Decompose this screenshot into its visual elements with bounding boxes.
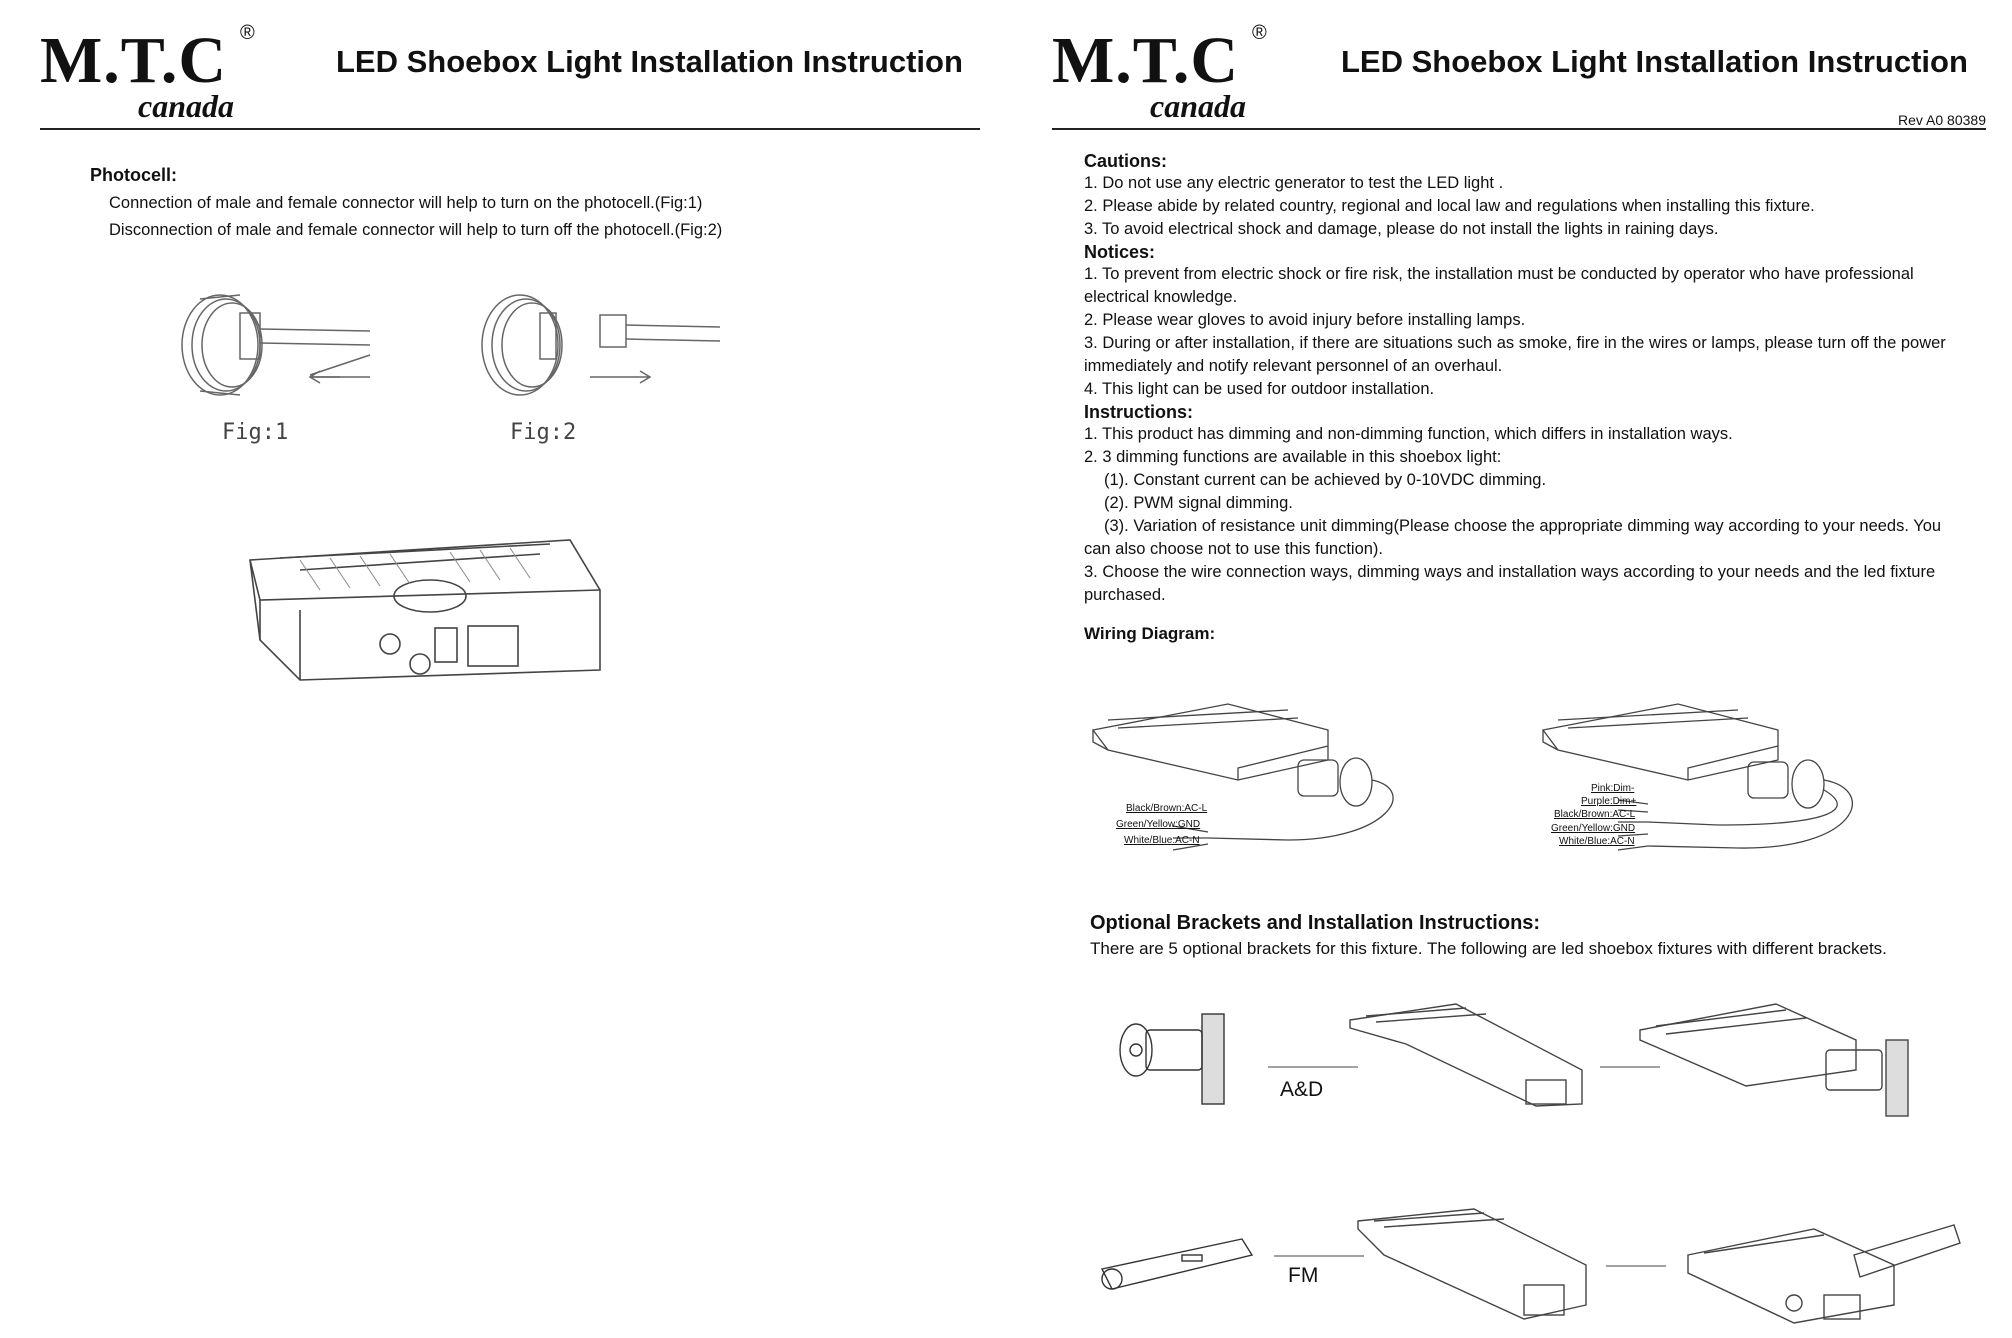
notice-3b: immediately and notify relevant personne… — [1084, 357, 1503, 375]
fig1-caption: Fig:1 — [222, 420, 289, 445]
photocell-line-1: Connection of male and female connector … — [109, 194, 703, 212]
header-rule-2 — [1052, 128, 1986, 130]
photocell-heading: Photocell: — [90, 165, 178, 185]
bracket-fm-drawing — [1100, 1238, 1254, 1290]
right-page: M.T.C ® canada LED Shoebox Light Install… — [1006, 0, 2012, 1338]
instructions-heading: Instructions: — [1084, 402, 1194, 422]
instruction-1: 1. This product has dimming and non-dimm… — [1084, 425, 1733, 443]
logo-registered: ® — [240, 22, 255, 44]
bracket-ad-divider-right — [1600, 1066, 1660, 1068]
caution-3: 3. To avoid electrical shock and damage,… — [1084, 220, 1719, 238]
page-title: LED Shoebox Light Installation Instructi… — [336, 44, 963, 79]
bracket-ad-drawing — [1119, 1013, 1225, 1105]
logo-name: M.T.C — [40, 24, 228, 97]
revision-label: Rev A0 80389 — [1898, 112, 1986, 128]
wiring-left-label-3: White/Blue:AC-N — [1124, 835, 1200, 846]
wiring-left-label-2: Green/Yellow:GND — [1116, 819, 1201, 830]
instruction-3b: purchased. — [1084, 586, 1166, 604]
page-title-2: LED Shoebox Light Installation Instructi… — [1341, 44, 1968, 79]
instruction-2-2: (2). PWM signal dimming. — [1104, 494, 1293, 512]
cautions-heading: Cautions: — [1084, 151, 1167, 171]
wiring-diagram-right — [1541, 703, 1853, 851]
wiring-heading: Wiring Diagram: — [1084, 624, 1216, 643]
notices-heading: Notices: — [1084, 242, 1156, 262]
logo-sub-2: canada — [1150, 88, 1246, 124]
photocell-line-2: Disconnection of male and female connect… — [109, 221, 723, 239]
notice-1: 1. To prevent from electric shock or fir… — [1084, 265, 1914, 283]
photocell-fig2-drawing — [481, 294, 721, 396]
logo-sub: canada — [138, 88, 234, 124]
wiring-diagram-left — [1091, 703, 1394, 851]
wiring-right-label-2: Purple:Dim+ — [1581, 796, 1637, 807]
notice-1b: electrical knowledge. — [1084, 288, 1238, 306]
bracket-ad-mounted — [1639, 1003, 1909, 1117]
bracket-ad-label: A&D — [1280, 1078, 1324, 1101]
left-page: M.T.C ® canada LED Shoebox Light Install… — [40, 22, 980, 681]
bracket-fm-divider-left — [1274, 1255, 1364, 1257]
instruction-2-3b: can also choose not to use this function… — [1084, 540, 1384, 558]
wiring-right-label-1: Pink:Dim- — [1591, 783, 1635, 794]
instruction-2-1: (1). Constant current can be achieved by… — [1104, 471, 1547, 489]
bracket-fm-mounted — [1687, 1224, 1961, 1324]
caution-1: 1. Do not use any electric generator to … — [1084, 174, 1504, 192]
fig2-caption: Fig:2 — [510, 420, 577, 445]
brackets-intro: There are 5 optional brackets for this f… — [1090, 939, 1887, 958]
brackets-heading: Optional Brackets and Installation Instr… — [1090, 912, 1541, 934]
brand-logo-2: M.T.C ® canada — [1052, 22, 1282, 124]
notice-3: 3. During or after installation, if ther… — [1084, 334, 1946, 352]
bracket-fm-label: FM — [1288, 1264, 1319, 1287]
instruction-3: 3. Choose the wire connection ways, dimm… — [1084, 563, 1936, 581]
instruction-2-3: (3). Variation of resistance unit dimmin… — [1104, 517, 1942, 535]
wiring-left-label-1: Black/Brown:AC-L — [1126, 803, 1208, 814]
wiring-right-label-5: White/Blue:AC-N — [1559, 836, 1635, 847]
instruction-2: 2. 3 dimming functions are available in … — [1084, 448, 1502, 466]
bracket-ad-divider-left — [1268, 1066, 1358, 1068]
caution-2: 2. Please abide by related country, regi… — [1084, 197, 1815, 215]
bracket-fm-divider-right — [1606, 1265, 1666, 1267]
wiring-right-label-3: Black/Brown:AC-L — [1554, 809, 1636, 820]
header-rule — [40, 128, 980, 130]
photocell-fig1-drawing — [181, 294, 371, 396]
logo-name-2: M.T.C — [1052, 24, 1240, 97]
brand-logo: M.T.C ® canada — [40, 22, 270, 124]
notice-4: 4. This light can be used for outdoor in… — [1084, 380, 1435, 398]
bracket-ad-fixture — [1349, 1003, 1583, 1107]
wiring-right-label-4: Green/Yellow:GND — [1551, 823, 1636, 834]
bracket-fm-fixture — [1357, 1208, 1587, 1320]
notice-2: 2. Please wear gloves to avoid injury be… — [1084, 311, 1526, 329]
shoebox-back-drawing — [249, 539, 601, 681]
logo-registered-2: ® — [1252, 22, 1267, 44]
